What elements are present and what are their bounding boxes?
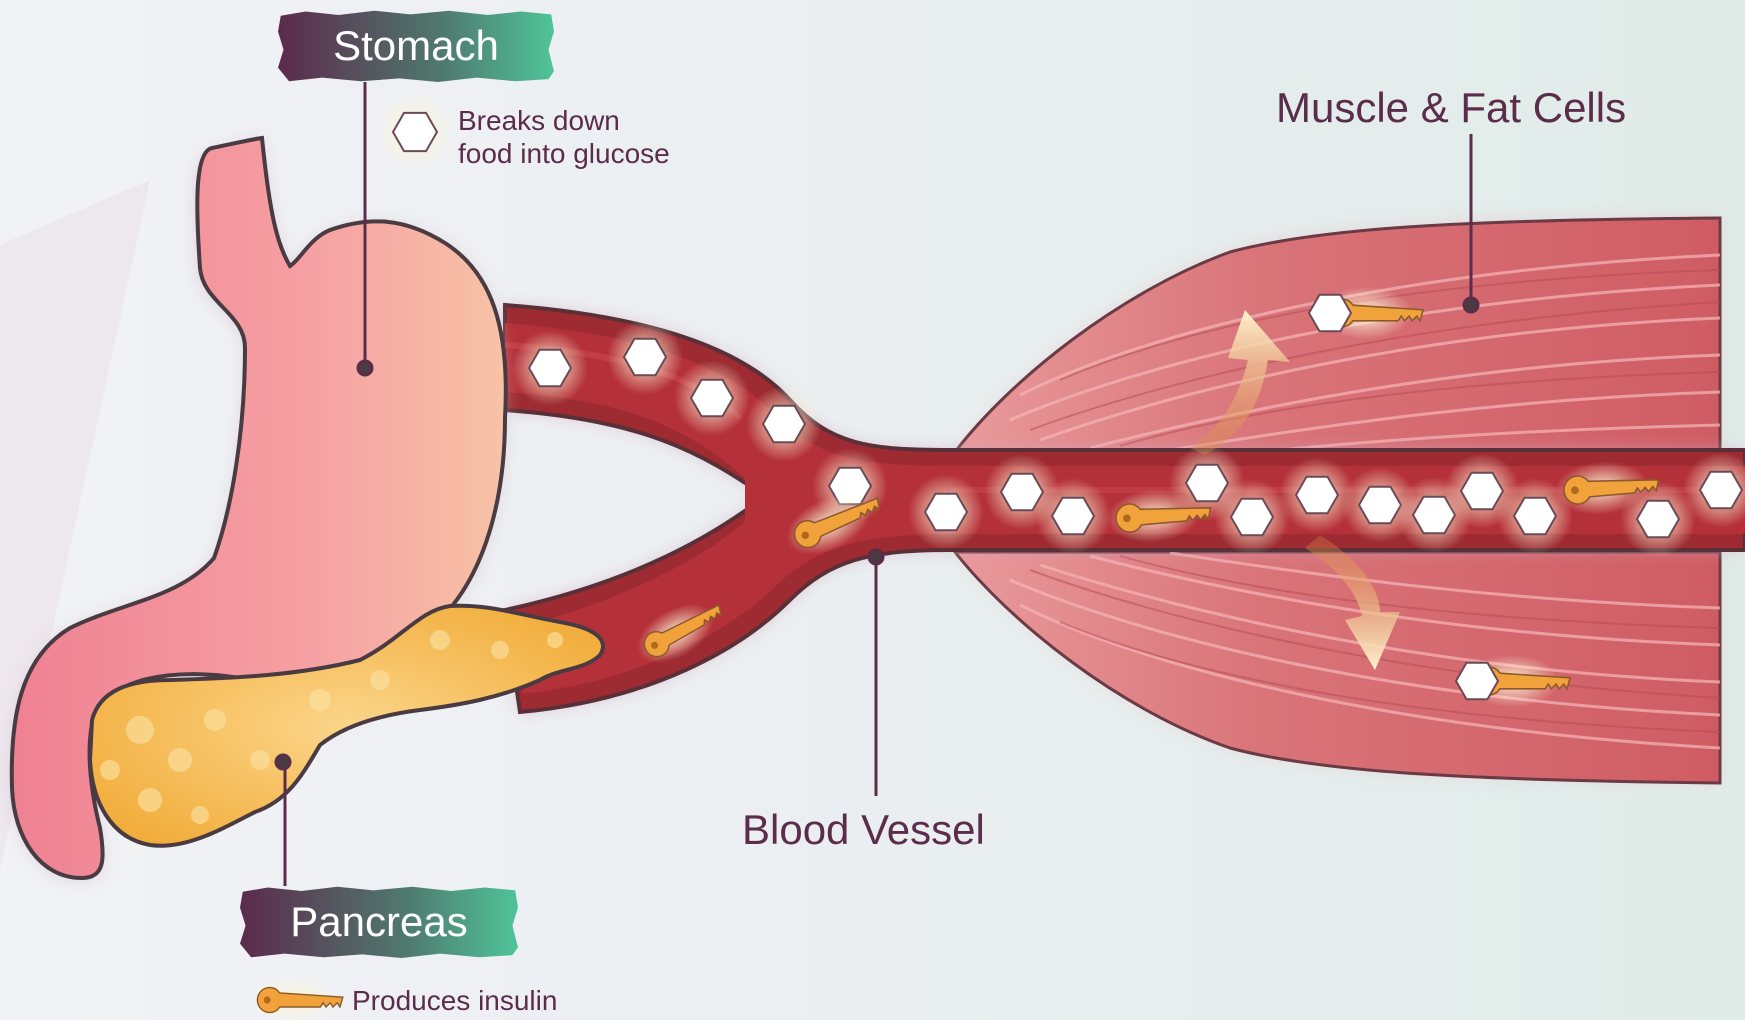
glucose-hexagon-icon: [674, 360, 750, 436]
glucose-hexagon-icon: [746, 386, 822, 462]
glucose-hexagon-icon: [512, 330, 588, 406]
stomach-pointer-dot: [358, 361, 372, 375]
pancreas-label: Pancreas: [290, 898, 467, 946]
muscle-fat-cells-label: Muscle & Fat Cells: [1276, 84, 1626, 132]
pancreas-pointer-dot: [276, 755, 290, 769]
glucose-hexagon-icon: [607, 319, 683, 395]
muscle-tissue-lower: [955, 550, 1720, 783]
glucose-hexagon-icon: [1279, 457, 1355, 533]
insulin-legend-key-icon: [249, 976, 343, 1020]
pancreas-banner: Pancreas: [240, 886, 518, 958]
glucose-hexagon-icon: [1309, 295, 1351, 331]
pancreas-description: Produces insulin: [352, 984, 557, 1017]
stomach-description-line1: Breaks down: [458, 104, 670, 137]
stomach-description-line2: food into glucose: [458, 137, 670, 170]
glucose-hexagon-icon: [1035, 478, 1111, 554]
glucose-legend-hexagon-icon: [375, 92, 454, 171]
stomach-description: Breaks down food into glucose: [458, 104, 670, 170]
blood-vessel-label: Blood Vessel: [742, 806, 985, 854]
glucose-hexagon-icon: [1214, 479, 1290, 555]
vessel-pointer-dot: [869, 550, 883, 564]
stomach-label: Stomach: [333, 22, 499, 70]
stomach-banner: Stomach: [278, 10, 554, 82]
glucose-hexagon-icon: [908, 474, 984, 550]
muscle-pointer-dot: [1464, 298, 1478, 312]
muscle-tissue-upper: [955, 215, 1720, 455]
glucose-hexagon-icon: [1456, 663, 1498, 699]
